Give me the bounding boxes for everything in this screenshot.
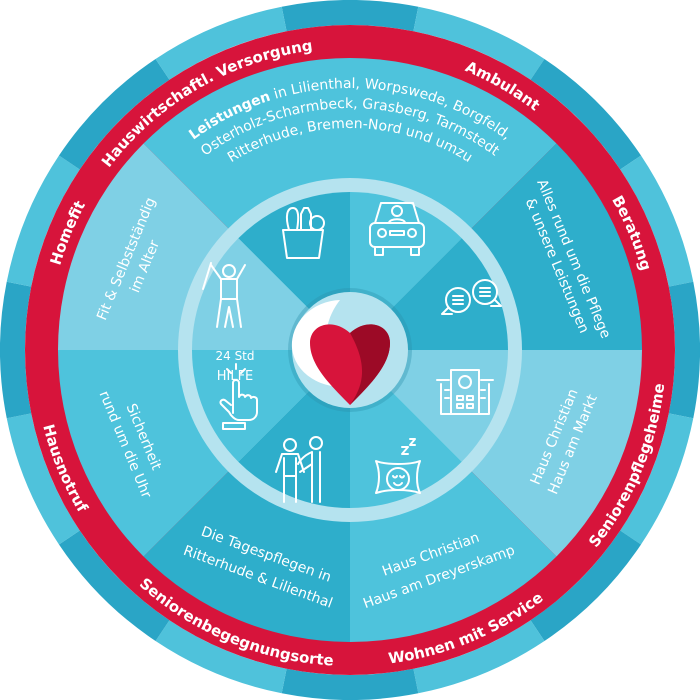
outer-ring-segment <box>6 155 80 287</box>
emergency-button-icon <box>219 363 258 430</box>
outer-ring-segment <box>281 0 419 32</box>
basket-icon <box>282 207 325 259</box>
outer-ring-segment <box>281 668 419 700</box>
outer-ring-segment <box>413 620 545 694</box>
outer-ring-segment <box>530 58 642 170</box>
outer-ring-segment <box>620 155 694 287</box>
outer-ring-segment <box>620 413 694 545</box>
outer-ring-segment <box>58 530 170 642</box>
outer-ring-segment <box>6 413 80 545</box>
outer-ring-segment <box>668 281 700 419</box>
outer-ring-segment <box>155 620 287 694</box>
outer-ring-segment <box>413 6 545 80</box>
outer-ring-segment <box>530 530 642 642</box>
hilfe-hours: 24 Std <box>215 349 254 363</box>
building-icon <box>436 369 494 415</box>
outer-ring-segment <box>155 6 287 80</box>
heart-logo[interactable] <box>288 288 412 412</box>
chat-icon <box>441 279 502 315</box>
sleep-icon <box>375 438 421 494</box>
outer-ring-segment <box>0 281 32 419</box>
outer-ring-segment <box>58 58 170 170</box>
couple-icon <box>275 436 323 503</box>
car-icon <box>369 202 425 256</box>
fitness-person-icon <box>202 262 246 328</box>
hilfe-label: HILFE <box>217 369 254 384</box>
